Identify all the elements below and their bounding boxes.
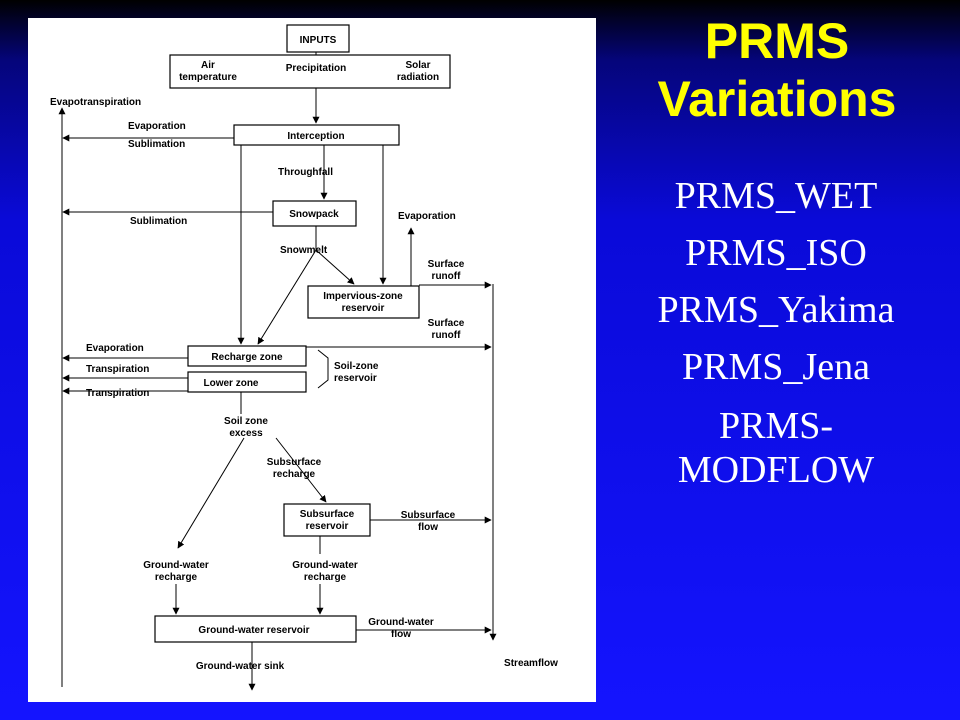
slide-title: PRMS Variations bbox=[602, 12, 952, 128]
transpiration-1-label: Transpiration bbox=[86, 364, 149, 375]
slide-title-line-1: PRMS bbox=[704, 13, 850, 69]
groundwater-reservoir-box bbox=[154, 615, 357, 643]
evapotranspiration-label: Evapotranspiration bbox=[50, 97, 141, 108]
variation-item-modflow-line-2: MODFLOW bbox=[677, 449, 875, 491]
gw-recharge-right-label: Ground-water bbox=[292, 560, 358, 571]
subsurface-reservoir-label-2: reservoir bbox=[306, 521, 349, 532]
evaporation-top-label: Evaporation bbox=[128, 121, 186, 132]
diagram-svg: INPUTS Air temperature Precipitation Sol… bbox=[50, 24, 558, 691]
variation-item: PRMS_ISO bbox=[685, 232, 867, 274]
precipitation-label: Precipitation bbox=[286, 63, 347, 74]
prms-flow-diagram: INPUTS Air temperature Precipitation Sol… bbox=[28, 18, 596, 702]
interception-box bbox=[233, 124, 400, 146]
evaporation-right-label: Evaporation bbox=[398, 211, 456, 222]
subsurface-flow-label-2: flow bbox=[418, 522, 438, 533]
soil-zone-excess-label: Soil zone bbox=[224, 416, 268, 427]
subsurface-recharge-label: Subsurface bbox=[267, 457, 322, 468]
soil-zone-excess-label-2: excess bbox=[229, 428, 263, 439]
gw-recharge-left-label-2: recharge bbox=[155, 572, 198, 583]
variation-item-modflow: PRMS- MODFLOW bbox=[600, 396, 952, 492]
impervious-zone-label: Impervious-zone bbox=[323, 291, 403, 302]
surface-runoff-2-label: Surface bbox=[428, 318, 465, 329]
transpiration-2-label: Transpiration bbox=[86, 388, 149, 399]
recharge-zone-label: Recharge zone bbox=[211, 352, 283, 363]
streamflow-label: Streamflow bbox=[504, 658, 558, 669]
impervious-zone-box bbox=[307, 285, 420, 319]
variations-list: PRMS_WET PRMS_ISO PRMS_Yakima PRMS_Jena … bbox=[600, 168, 952, 492]
solar-radiation-label-2: radiation bbox=[397, 72, 439, 83]
gw-sink-label: Ground-water sink bbox=[196, 661, 285, 672]
snowpack-label: Snowpack bbox=[289, 209, 339, 220]
variation-item-modflow-line-1: PRMS- bbox=[718, 405, 834, 447]
gw-recharge-right-label-2: recharge bbox=[304, 572, 347, 583]
inputs-box bbox=[286, 24, 350, 53]
variation-item: PRMS_Jena bbox=[682, 346, 870, 388]
surface-runoff-1-label: Surface bbox=[428, 259, 465, 270]
gw-reservoir-label: Ground-water reservoir bbox=[198, 625, 309, 636]
gw-recharge-left-label: Ground-water bbox=[143, 560, 209, 571]
variation-item: PRMS_WET bbox=[674, 175, 878, 217]
soil-zone-bracket bbox=[317, 349, 329, 389]
interception-label: Interception bbox=[287, 131, 344, 142]
recharge-zone-box bbox=[187, 345, 307, 367]
surface-runoff-2-label-2: runoff bbox=[432, 330, 462, 341]
snowpack-box bbox=[272, 200, 357, 227]
variation-item: PRMS_Yakima bbox=[657, 289, 895, 331]
subsurface-recharge-label-2: recharge bbox=[273, 469, 316, 480]
air-temperature-label: Air bbox=[201, 60, 215, 71]
gw-flow-label-2: flow bbox=[391, 629, 411, 640]
throughfall-label: Throughfall bbox=[278, 167, 333, 178]
soil-zone-reservoir-label: Soil-zone bbox=[334, 361, 379, 372]
snowmelt-label: Snowmelt bbox=[280, 245, 328, 256]
gw-flow-label: Ground-water bbox=[368, 617, 434, 628]
sublimation-mid-label: Sublimation bbox=[130, 216, 187, 227]
slide-title-line-2: Variations bbox=[657, 71, 897, 127]
inputs-detail-box bbox=[169, 54, 451, 89]
subsurface-flow-label: Subsurface bbox=[401, 510, 456, 521]
impervious-zone-label-2: reservoir bbox=[342, 303, 385, 314]
subsurface-reservoir-label: Subsurface bbox=[300, 509, 355, 520]
inputs-label: INPUTS bbox=[300, 35, 337, 46]
lower-zone-label: Lower zone bbox=[203, 378, 258, 389]
evaporation-lower-label: Evaporation bbox=[86, 343, 144, 354]
subsurface-reservoir-box bbox=[283, 503, 371, 537]
soil-zone-reservoir-label-2: reservoir bbox=[334, 373, 377, 384]
lower-zone-box bbox=[187, 371, 307, 393]
sublimation-top-label: Sublimation bbox=[128, 139, 185, 150]
air-temperature-label-2: temperature bbox=[179, 72, 237, 83]
surface-runoff-1-label-2: runoff bbox=[432, 271, 462, 282]
solar-radiation-label: Solar bbox=[405, 60, 430, 71]
